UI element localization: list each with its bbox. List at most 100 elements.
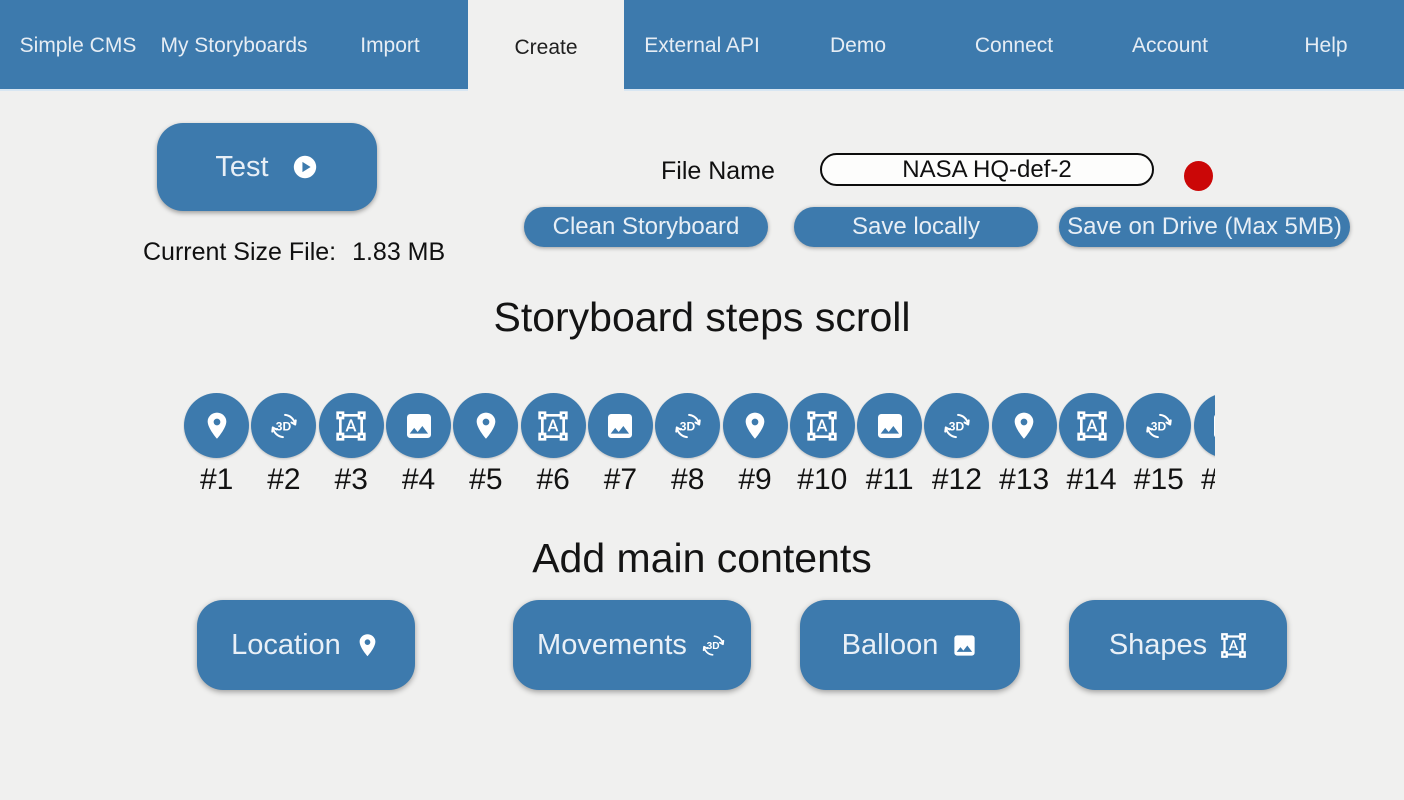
- step-circle: [924, 393, 990, 458]
- add-content-button-movements[interactable]: Movements: [513, 600, 751, 690]
- storyboard-step-8[interactable]: #8: [654, 393, 721, 497]
- nav-item-my-storyboards[interactable]: My Storyboards: [156, 0, 312, 91]
- image-icon: [403, 410, 435, 442]
- storyboard-step-13[interactable]: #13: [991, 393, 1058, 497]
- 3d-rotation-icon: [700, 632, 727, 659]
- current-file-size-value: 1.83 MB: [352, 238, 446, 266]
- step-label: #13: [999, 463, 1050, 496]
- nav-item-external-api[interactable]: External API: [624, 0, 780, 91]
- file-name-input[interactable]: [820, 153, 1154, 186]
- top-nav: Simple CMS My Storyboards Import Create …: [0, 0, 1404, 95]
- nav-item-label: External API: [644, 33, 760, 57]
- file-name-label: File Name: [661, 157, 775, 185]
- storyboard-step-5[interactable]: #5: [452, 393, 519, 497]
- nav-item-label: Simple CMS: [19, 33, 137, 57]
- step-label: #16: [1201, 463, 1215, 497]
- step-circle: [722, 393, 788, 458]
- step-circle: [1059, 393, 1124, 458]
- nav-item-create[interactable]: Create: [468, 0, 624, 95]
- step-label: #5: [469, 463, 503, 496]
- storyboard-step-4[interactable]: #4: [385, 393, 452, 497]
- storyboard-steps-scroll[interactable]: #1 #2 #3 #4: [183, 393, 1215, 497]
- shapes-icon: [335, 410, 367, 442]
- storyboard-step-7[interactable]: #7: [587, 393, 654, 497]
- add-content-button-label: Location: [231, 628, 341, 661]
- step-label: #2: [267, 463, 301, 496]
- image-icon: [604, 410, 636, 442]
- test-button[interactable]: Test: [157, 123, 377, 211]
- step-label: #3: [334, 463, 368, 496]
- shapes-icon: [806, 410, 838, 442]
- nav-item-connect[interactable]: Connect: [936, 0, 1092, 91]
- step-circle: [318, 393, 384, 458]
- location-icon: [1008, 410, 1040, 442]
- nav-item-help[interactable]: Help: [1248, 0, 1404, 91]
- storyboard-step-6[interactable]: #6: [519, 393, 586, 497]
- 3d-rotation-icon: [941, 410, 973, 442]
- storyboard-step-12[interactable]: #12: [923, 393, 990, 497]
- shapes-icon: [1220, 632, 1247, 659]
- nav-item-label: My Storyboards: [160, 33, 308, 57]
- image-icon: [1210, 410, 1215, 442]
- step-circle: [857, 393, 923, 458]
- location-icon: [354, 632, 381, 659]
- 3d-rotation-icon: [268, 410, 300, 442]
- nav-item-demo[interactable]: Demo: [780, 0, 936, 91]
- step-label: #7: [603, 463, 638, 496]
- storyboard-step-16[interactable]: #16: [1192, 393, 1215, 497]
- step-circle: [1126, 393, 1192, 458]
- 3d-rotation-icon: [672, 410, 704, 442]
- nav-item-label: Import: [360, 33, 420, 57]
- storyboard-step-15[interactable]: #15: [1125, 393, 1192, 497]
- step-circle: [991, 393, 1057, 458]
- step-label: #9: [738, 463, 772, 496]
- current-file-size-label: Current Size File:: [143, 238, 337, 266]
- storyboard-step-1[interactable]: #1: [183, 393, 250, 497]
- nav-item-account[interactable]: Account: [1092, 0, 1248, 91]
- storyboard-step-10[interactable]: #10: [789, 393, 856, 497]
- storyboard-step-9[interactable]: #9: [721, 393, 788, 497]
- location-icon: [201, 410, 233, 442]
- storyboard-step-2[interactable]: #2: [250, 393, 317, 497]
- shapes-icon: [537, 410, 569, 442]
- step-label: #8: [671, 463, 705, 496]
- nav-item-label: Account: [1132, 33, 1208, 57]
- step-circle: [251, 393, 317, 458]
- step-circle: [520, 393, 586, 458]
- storyboard-step-11[interactable]: #11: [856, 393, 923, 497]
- add-content-button-label: Shapes: [1108, 628, 1208, 661]
- step-label: #1: [199, 463, 234, 496]
- save-on-drive-button[interactable]: Save on Drive (Max 5MB): [1059, 207, 1350, 247]
- step-circle: [1193, 393, 1215, 458]
- nav-item-simple-cms[interactable]: Simple CMS: [0, 0, 156, 91]
- add-content-button-shapes[interactable]: Shapes: [1069, 600, 1287, 690]
- clean-storyboard-button[interactable]: Clean Storyboard: [524, 207, 768, 247]
- nav-item-label: Demo: [829, 33, 887, 57]
- nav-item-label: Connect: [974, 33, 1054, 57]
- step-label: #12: [931, 463, 982, 496]
- step-circle: [789, 393, 855, 458]
- step-circle: [587, 393, 653, 458]
- current-file-size: Current Size File: 1.83 MB: [143, 238, 446, 267]
- storyboard-step-14[interactable]: #14: [1058, 393, 1125, 497]
- image-icon: [874, 410, 906, 442]
- create-page: Test Current Size File: 1.83 MB File Nam…: [0, 91, 1404, 800]
- record-indicator-dot: [1184, 161, 1213, 191]
- 3d-rotation-icon: [1143, 410, 1175, 442]
- storyboard-step-3[interactable]: #3: [318, 393, 385, 497]
- step-label: #10: [797, 463, 848, 496]
- test-button-label: Test: [215, 150, 269, 183]
- step-label: #11: [865, 463, 914, 496]
- save-locally-button[interactable]: Save locally: [794, 207, 1038, 247]
- nav-item-import[interactable]: Import: [312, 0, 468, 91]
- nav-item-label: Create: [514, 35, 578, 59]
- add-content-button-balloon[interactable]: Balloon: [800, 600, 1020, 690]
- location-icon: [470, 410, 502, 442]
- add-content-button-label: Movements: [537, 628, 687, 661]
- nav-item-label: Help: [1304, 33, 1348, 57]
- add-content-button-location[interactable]: Location: [197, 600, 415, 690]
- add-main-contents-title: Add main contents: [532, 535, 872, 581]
- image-icon: [951, 632, 978, 659]
- step-label: #6: [536, 463, 570, 496]
- add-content-button-label: Balloon: [841, 628, 939, 661]
